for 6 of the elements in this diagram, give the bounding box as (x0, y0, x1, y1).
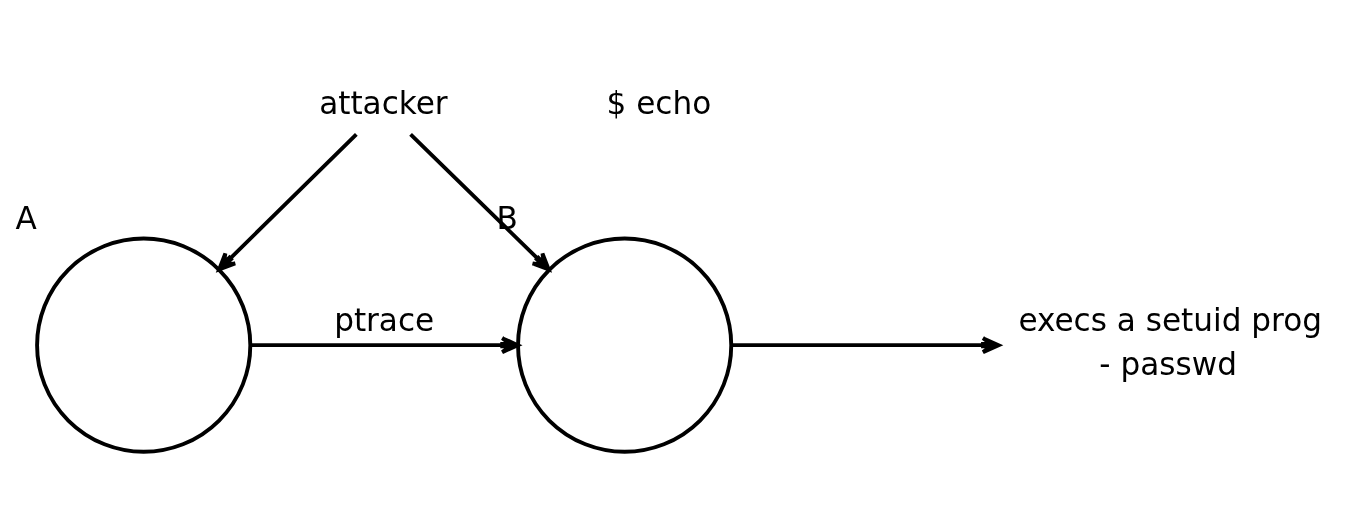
node-text: attacker (319, 85, 448, 122)
edge-label: ptrace (334, 302, 435, 339)
label: $ echo (606, 85, 712, 122)
node-label: - passwd (1099, 345, 1237, 382)
node-label: A (15, 200, 37, 237)
node-text: execs a setuid prog (1018, 302, 1322, 339)
